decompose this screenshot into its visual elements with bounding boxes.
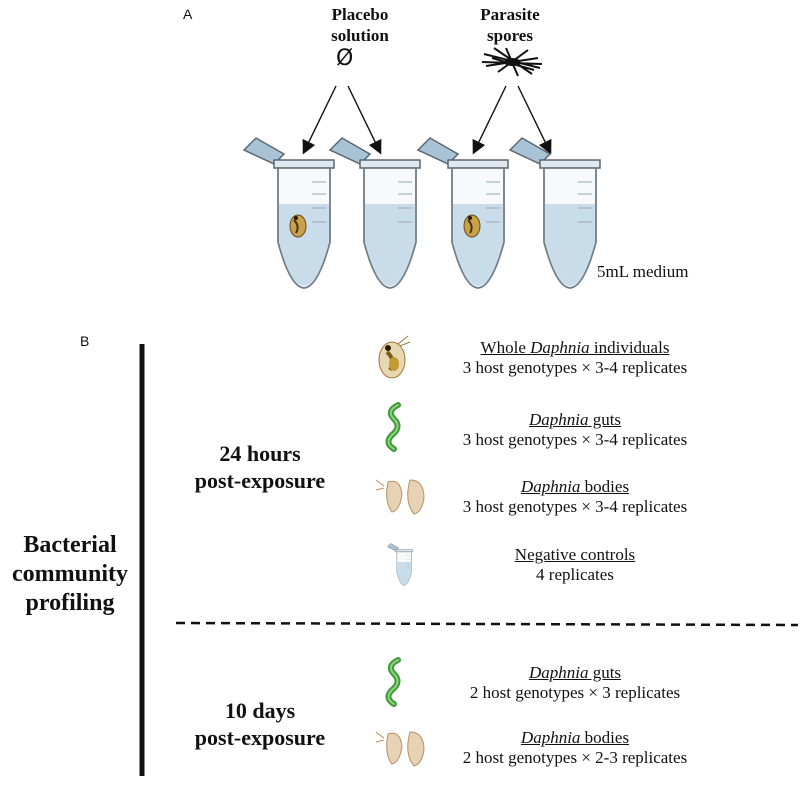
time-label-24h: 24 hours post-exposure — [160, 440, 360, 494]
spore-icon — [481, 47, 543, 77]
arrow-placebo-2 — [347, 85, 382, 155]
panel-a-label: A — [183, 6, 193, 22]
daphnia-in-tube-1 — [289, 214, 307, 238]
side-label-line3: profiling — [25, 590, 115, 616]
arrow-placebo-1 — [302, 85, 337, 155]
item-detail: 2 host genotypes × 2-3 replicates — [462, 748, 688, 767]
placebo-label-line1: Placebo — [331, 5, 389, 24]
placebo-label: Placebo solution — [310, 4, 410, 46]
tube-4 — [509, 137, 601, 289]
time-divider — [175, 621, 799, 627]
daphnia-in-tube-3 — [463, 214, 481, 238]
list-item: Daphnia bodies 3 host genotypes × 3-4 re… — [410, 477, 740, 517]
daphnia-gut-icon — [388, 660, 398, 704]
side-label-line2: community — [12, 561, 128, 587]
tube-1 — [243, 137, 335, 289]
time-label-10d-line2: post-exposure — [194, 725, 326, 750]
item-detail: 3 host genotypes × 3-4 replicates — [462, 497, 688, 516]
item-title: Whole Daphnia individuals — [480, 338, 670, 357]
arrow-parasite-2 — [517, 85, 552, 155]
list-item: Daphnia guts 3 host genotypes × 3-4 repl… — [410, 410, 740, 450]
tube-2 — [329, 137, 421, 289]
list-item: Negative controls 4 replicates — [410, 545, 740, 585]
list-item: Daphnia bodies 2 host genotypes × 2-3 re… — [410, 728, 740, 768]
side-label-line1: Bacterial — [23, 532, 117, 558]
daphnia-whole-icon — [377, 334, 412, 380]
item-title: Daphnia guts — [528, 410, 622, 429]
placebo-symbol: Ø — [336, 46, 354, 71]
bacterial-community-profiling-label: Bacterial community profiling — [0, 531, 140, 618]
parasite-label-line2: spores — [487, 26, 533, 45]
tube-3 — [417, 137, 509, 289]
list-item: Daphnia guts 2 host genotypes × 3 replic… — [410, 663, 740, 703]
time-label-24h-line2: post-exposure — [194, 468, 326, 493]
time-label-10d-line1: 10 days — [224, 698, 296, 723]
item-detail: 3 host genotypes × 3-4 replicates — [462, 358, 688, 377]
tube-icon — [387, 543, 413, 586]
daphnia-gut-icon — [388, 405, 398, 449]
item-title: Daphnia bodies — [520, 728, 630, 747]
list-item: Whole Daphnia individuals 3 host genotyp… — [410, 338, 740, 378]
medium-label: 5mL medium — [597, 262, 689, 281]
arrow-parasite-1 — [472, 85, 507, 155]
item-detail: 2 host genotypes × 3 replicates — [469, 683, 681, 702]
exposure-arrows — [302, 85, 552, 155]
item-detail: 4 replicates — [536, 565, 614, 584]
time-label-10d: 10 days post-exposure — [160, 697, 360, 751]
item-title: Daphnia guts — [528, 663, 622, 682]
placebo-label-line2: solution — [331, 26, 389, 45]
item-title: Negative controls — [514, 545, 636, 564]
time-label-24h-line1: 24 hours — [219, 441, 301, 466]
panel-b-label: B — [80, 333, 90, 349]
parasite-label-line1: Parasite — [480, 5, 540, 24]
item-title: Daphnia bodies — [520, 477, 630, 496]
parasite-label: Parasite spores — [460, 4, 560, 46]
item-detail: 3 host genotypes × 3-4 replicates — [462, 430, 688, 449]
